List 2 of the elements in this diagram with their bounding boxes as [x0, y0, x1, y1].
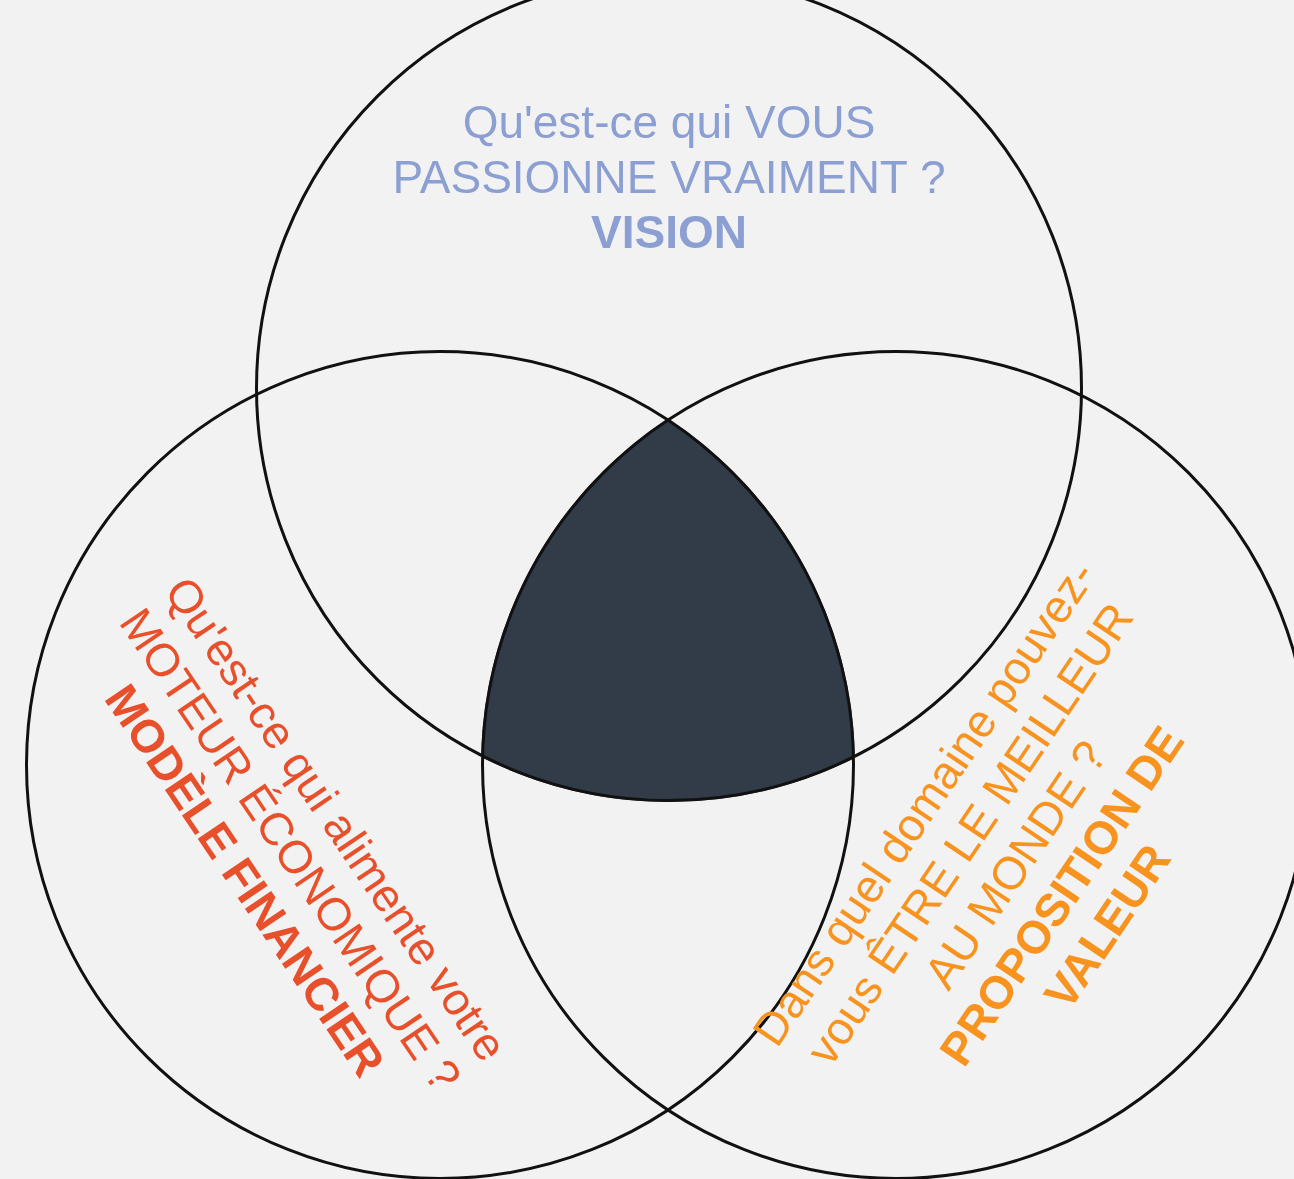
heading-text: VISION [590, 205, 748, 261]
question-text: Qu'est-ce qui VOUS PASSIONNE VRAIMENT ? [391, 95, 947, 206]
